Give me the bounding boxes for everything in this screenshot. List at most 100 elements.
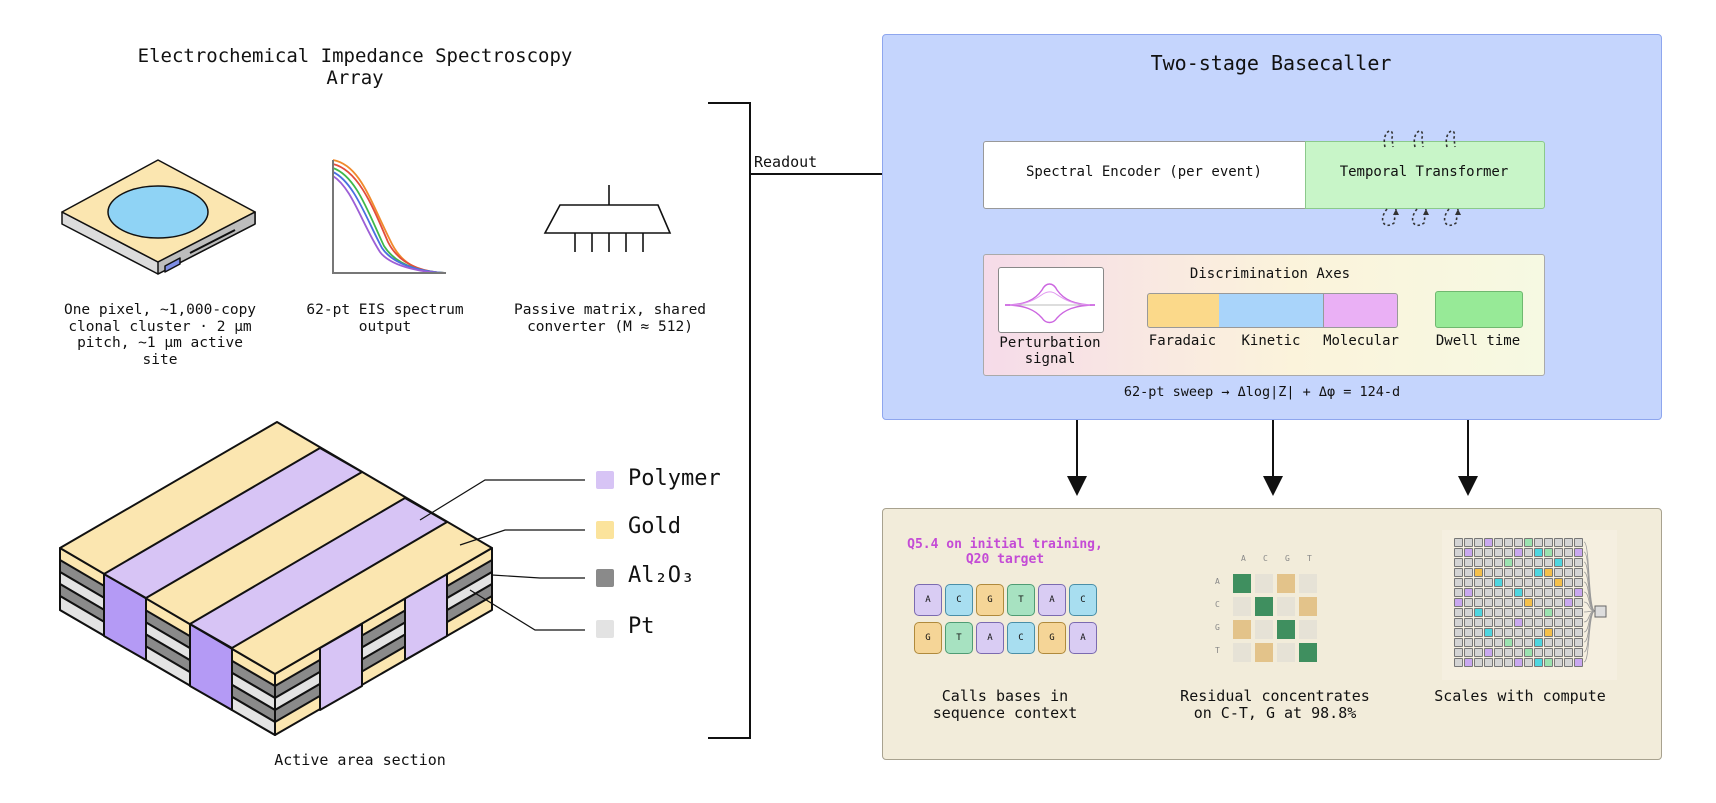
compute-cell (1564, 568, 1573, 577)
matrix-cell (1233, 620, 1251, 639)
axes-title: Discrimination Axes (1189, 266, 1351, 282)
base-tile: G (1038, 622, 1066, 654)
compute-cell (1474, 638, 1483, 647)
compute-cell (1524, 618, 1533, 627)
compute-cell (1544, 648, 1553, 657)
compute-cell (1464, 538, 1473, 547)
compute-cell (1564, 628, 1573, 637)
compute-cell (1454, 538, 1463, 547)
compute-cell (1564, 548, 1573, 557)
legend-label-gold: Gold (628, 514, 681, 539)
compute-cell (1454, 558, 1463, 567)
compute-cell (1514, 568, 1523, 577)
compute-cell (1564, 588, 1573, 597)
compute-cell (1564, 648, 1573, 657)
compute-cell (1504, 608, 1513, 617)
matrix-cell (1277, 620, 1295, 639)
compute-cell (1504, 628, 1513, 637)
compute-cell (1454, 568, 1463, 577)
matrix-cell (1255, 597, 1273, 616)
compute-cell (1524, 628, 1533, 637)
compute-cell (1454, 618, 1463, 627)
compute-cell (1574, 608, 1583, 617)
legend-label-al2o3: Al₂O₃ (628, 563, 695, 588)
compute-cell (1484, 608, 1493, 617)
compute-cell (1524, 568, 1533, 577)
compute-cell (1484, 648, 1493, 657)
base-tile: G (914, 622, 942, 654)
matrix-cell (1299, 643, 1317, 662)
compute-cell (1534, 598, 1543, 607)
compute-cell (1484, 638, 1493, 647)
output-caption-1: Calls bases in sequence context (932, 687, 1078, 723)
compute-cell (1534, 588, 1543, 597)
compute-cell (1554, 568, 1563, 577)
matrix-caption: Passive matrix, shared converter (M ≈ 51… (513, 302, 707, 335)
legend-swatch-polymer (596, 471, 614, 489)
compute-cell (1544, 558, 1553, 567)
compute-cell (1494, 598, 1503, 607)
compute-cell (1454, 548, 1463, 557)
compute-cell (1474, 558, 1483, 567)
compute-cell (1474, 548, 1483, 557)
legend-swatch-gold (596, 521, 614, 539)
compute-cell (1524, 648, 1533, 657)
compute-cell (1494, 618, 1503, 627)
compute-cell (1544, 598, 1553, 607)
matrix-cell (1233, 574, 1251, 593)
compute-cell (1524, 538, 1533, 547)
spectral-encoder-box (983, 141, 1307, 209)
compute-cell (1504, 558, 1513, 567)
compute-cell (1504, 598, 1513, 607)
compute-cell (1484, 658, 1493, 667)
compute-cell (1564, 558, 1573, 567)
compute-cell (1574, 568, 1583, 577)
compute-cell (1554, 578, 1563, 587)
base-tile: T (1007, 584, 1035, 616)
axis-molecular-bar (1323, 293, 1398, 328)
compute-cell (1474, 608, 1483, 617)
compute-cell (1554, 638, 1563, 647)
compute-cell (1484, 538, 1493, 547)
axis-kinetic-bar (1219, 293, 1323, 328)
base-tile: A (914, 584, 942, 616)
compute-cell (1514, 538, 1523, 547)
section-caption: Active area section (274, 751, 446, 769)
matrix-col-header: A (1241, 554, 1246, 563)
base-tiles: A C G T A C G T A C G A (908, 580, 1108, 660)
compute-cell (1464, 548, 1473, 557)
compute-cell (1474, 568, 1483, 577)
matrix-cell (1255, 643, 1273, 662)
compute-cell (1544, 578, 1553, 587)
compute-cell (1574, 578, 1583, 587)
dwell-time-label: Dwell time (1435, 333, 1521, 349)
sweep-text: 62-pt sweep → Δlog|Z| + Δφ = 124-d (1123, 384, 1401, 400)
compute-cell (1514, 618, 1523, 627)
compute-cell (1564, 658, 1573, 667)
compute-cell (1524, 558, 1533, 567)
compute-cell (1514, 548, 1523, 557)
compute-cell (1474, 578, 1483, 587)
base-tile: C (1007, 622, 1035, 654)
base-tile: A (1069, 622, 1097, 654)
matrix-col-header: T (1307, 554, 1312, 563)
legend-swatch-pt (596, 620, 614, 638)
compute-cell (1524, 598, 1533, 607)
output-caption-3: Scales with compute (1434, 687, 1606, 705)
matrix-cell (1277, 574, 1295, 593)
compute-cell (1454, 648, 1463, 657)
compute-cell (1534, 558, 1543, 567)
compute-cell (1534, 638, 1543, 647)
compute-cell (1564, 608, 1573, 617)
compute-cell (1574, 598, 1583, 607)
pixel-caption: One pixel, ~1,000-copy clonal cluster · … (63, 302, 257, 369)
compute-cell (1494, 568, 1503, 577)
base-tile: A (976, 622, 1004, 654)
compute-cell (1564, 638, 1573, 647)
compute-cell (1494, 638, 1503, 647)
compute-cell (1534, 608, 1543, 617)
compute-cell (1514, 588, 1523, 597)
matrix-row-header: G (1215, 623, 1220, 632)
compute-cell (1484, 618, 1493, 627)
compute-cell (1474, 598, 1483, 607)
